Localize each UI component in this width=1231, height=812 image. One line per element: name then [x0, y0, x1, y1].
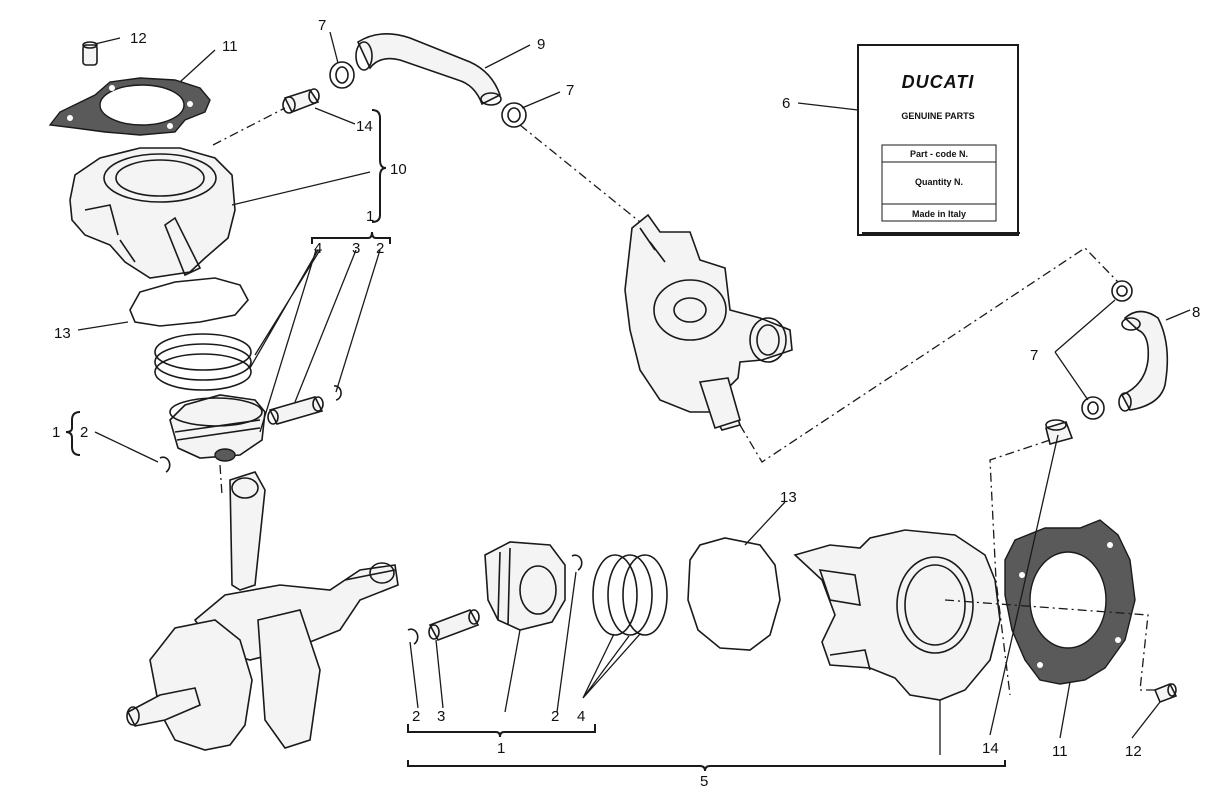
card-made-in: Made in Italy: [912, 209, 966, 219]
callout-13-bottom: 13: [780, 489, 797, 506]
crankshaft: [126, 471, 399, 751]
circlip-bottom-right: [571, 554, 583, 571]
circlip-top-left: [159, 456, 171, 473]
hose-union-right: [1045, 419, 1074, 445]
callout-3-top: 3: [352, 240, 360, 257]
callout-5: 5: [700, 773, 708, 790]
card-quantity: Quantity N.: [915, 177, 963, 187]
head-gasket-top: [48, 77, 211, 136]
callout-2-left: 2: [80, 424, 88, 441]
card-brand: DUCATI: [902, 72, 975, 92]
clamp-right-top: [1111, 280, 1133, 302]
base-gasket-top: [129, 277, 249, 327]
callout-2-top: 2: [376, 240, 384, 257]
clamp-top-right: [501, 102, 527, 128]
piston-top: [169, 394, 266, 462]
dowel-pin-bottom: [1153, 682, 1178, 704]
hose-union-top: [282, 88, 320, 114]
head-gasket-bottom: [1004, 519, 1136, 685]
cylinder-bottom: [793, 529, 1001, 701]
callout-9: 9: [537, 36, 545, 53]
water-pump: [624, 213, 793, 431]
piston-pin-top: [267, 396, 324, 425]
callout-2-bottom-right: 2: [551, 708, 559, 725]
card-heading: GENUINE PARTS: [901, 111, 974, 121]
callout-7-top-right: 7: [566, 82, 574, 99]
callout-8: 8: [1192, 304, 1200, 321]
circlip-top-right: [333, 385, 342, 401]
callout-3-bottom: 3: [437, 708, 445, 725]
cylinder-top: [69, 147, 236, 279]
callout-11-bottom: 11: [1052, 743, 1068, 760]
callout-12-top: 12: [130, 30, 147, 47]
callout-14-top: 14: [356, 118, 373, 135]
card-part-code: Part - code N.: [910, 149, 968, 159]
genuine-parts-card: DUCATI GENUINE PARTS Part - code N. Quan…: [857, 44, 1020, 236]
callout-11-top: 11: [222, 38, 238, 55]
leader-lines: [77, 31, 1191, 755]
callout-labels: 12 11 7 9 7 14 10 1 4 3 2 6 13 1 2 8 7 1…: [52, 17, 1200, 790]
piston-pin-bottom: [428, 609, 480, 641]
callout-2-bottom-left: 2: [412, 708, 420, 725]
dowel-pin-top: [82, 41, 98, 66]
callout-1-top: 1: [366, 208, 374, 225]
piston-rings-bottom: [592, 554, 668, 636]
callout-1-left: 1: [52, 424, 60, 441]
callout-6: 6: [782, 95, 790, 112]
braces: [65, 109, 1006, 772]
callout-14-bottom: 14: [982, 740, 999, 757]
callout-4-top: 4: [314, 240, 322, 257]
callout-13-top: 13: [54, 325, 71, 342]
circlip-bottom-left: [407, 628, 419, 645]
clamp-top-left: [329, 61, 355, 89]
piston-rings-top: [154, 333, 252, 391]
callout-7-right: 7: [1030, 347, 1038, 364]
hose-right: [1118, 310, 1169, 412]
clamp-right-bottom: [1081, 396, 1105, 420]
base-gasket-bottom: [687, 537, 781, 651]
callout-1-bottom: 1: [497, 740, 505, 757]
callout-10: 10: [390, 161, 407, 178]
piston-bottom: [484, 541, 566, 631]
hose-top: [355, 33, 502, 106]
assembly-lines: [212, 107, 1158, 696]
callout-12-bottom: 12: [1125, 743, 1142, 760]
callout-4-bottom: 4: [577, 708, 585, 725]
callout-7-top-left: 7: [318, 17, 326, 34]
